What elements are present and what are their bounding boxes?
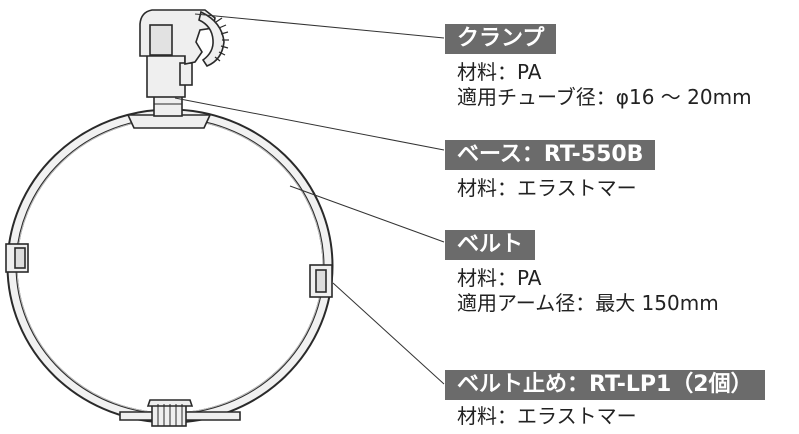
- belt-buckle: [119, 399, 241, 427]
- spec-line: 適用チューブ径：φ16 〜 20mm: [457, 85, 752, 109]
- callout-specs-belt-stopper: 材料：エラストマー: [457, 404, 637, 429]
- spec-line: 材料：エラストマー: [457, 404, 637, 428]
- belt: [6, 108, 334, 424]
- callout-specs-belt: 材料：PA 適用アーム径：最大 150mm: [457, 266, 719, 316]
- callout-title-belt-stopper: ベルト止め：RT-LP1（2個）: [445, 370, 765, 400]
- spec-line: 材料：エラストマー: [457, 176, 637, 200]
- spec-line: 適用アーム径：最大 150mm: [457, 291, 719, 315]
- callout-specs-clamp: 材料：PA 適用チューブ径：φ16 〜 20mm: [457, 60, 752, 110]
- leader-lines: [174, 13, 445, 385]
- clamp: [139, 9, 229, 98]
- callout-title-base: ベース：RT-550B: [445, 140, 656, 170]
- belt-stopper-left: [5, 243, 29, 273]
- callout-title-clamp: クランプ: [445, 24, 557, 54]
- callout-title-belt: ベルト: [445, 230, 536, 260]
- base: [126, 95, 212, 129]
- callout-specs-base: 材料：エラストマー: [457, 176, 637, 201]
- belt-stopper-right: [309, 264, 333, 298]
- spec-line: 材料：PA: [457, 60, 542, 84]
- spec-line: 材料：PA: [457, 266, 542, 290]
